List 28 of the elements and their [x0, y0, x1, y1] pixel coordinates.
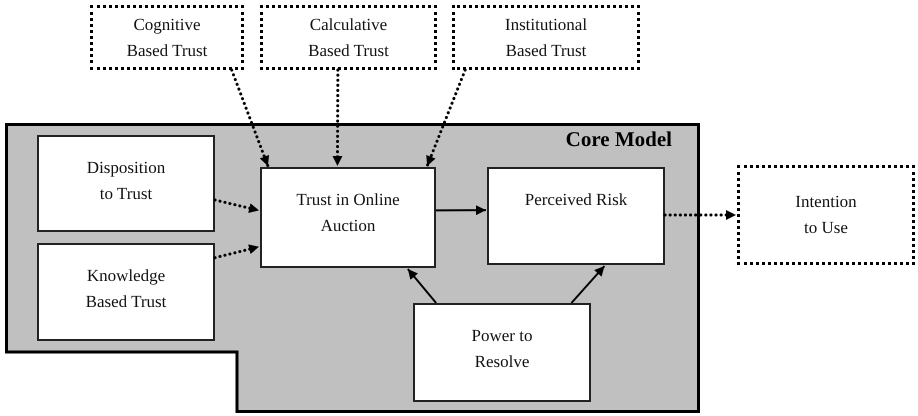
- box-label: Calculative Based Trust: [307, 14, 390, 62]
- box-label: Power to Resolve: [470, 325, 534, 373]
- dotted-arrow: [214, 244, 260, 260]
- concept-box: [37, 135, 215, 232]
- concept-box: [260, 167, 436, 268]
- box-label: Intention to Use: [794, 191, 858, 239]
- box-label: Perceived Risk: [524, 189, 628, 211]
- arrow: [570, 265, 606, 304]
- dotted-concept-box: [452, 5, 640, 70]
- concept-box: [487, 167, 665, 265]
- dotted-arrow: [664, 210, 738, 220]
- box-label: Trust in Online Auction: [295, 189, 401, 237]
- dotted-concept-box: [737, 165, 915, 265]
- concept-box: [37, 243, 215, 341]
- dotted-concept-box: [90, 5, 244, 70]
- dotted-concept-box: [260, 5, 437, 70]
- box-label: Disposition to Trust: [86, 157, 166, 205]
- region-title: Core Model: [566, 126, 672, 152]
- dotted-arrow: [214, 198, 260, 213]
- arrow: [436, 205, 486, 216]
- arrow: [407, 268, 437, 304]
- dotted-arrow: [230, 68, 270, 168]
- box-label: Institutional Based Trust: [504, 14, 588, 62]
- concept-box: [413, 303, 591, 402]
- box-label: Knowledge Based Trust: [84, 265, 168, 313]
- box-label: Cognitive Based Trust: [126, 14, 208, 62]
- dotted-arrow: [426, 68, 467, 168]
- dotted-arrow: [332, 68, 342, 168]
